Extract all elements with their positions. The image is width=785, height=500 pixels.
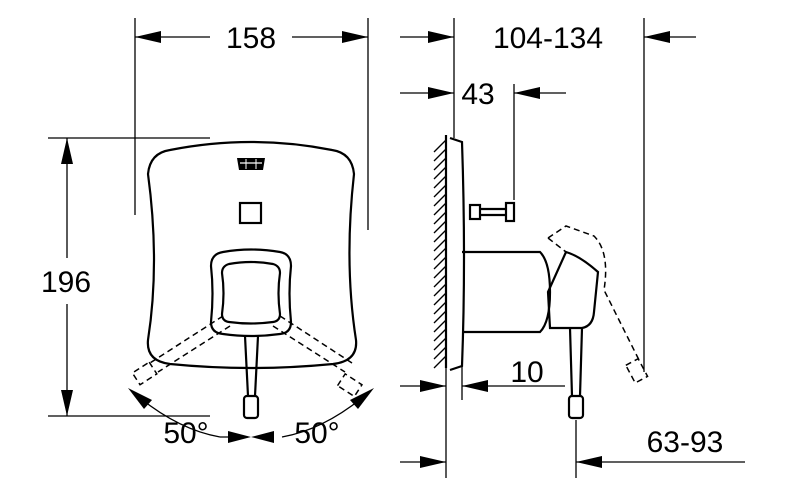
width-dimension-label: 158: [226, 22, 276, 55]
plate-offset-dimension: 10: [400, 356, 565, 400]
hatch-line: [433, 265, 447, 279]
height-dimension: 196: [41, 137, 210, 417]
hatch-line: [433, 346, 447, 360]
overall-depth-label: 104-134: [493, 22, 603, 55]
hatch-line: [433, 292, 447, 306]
cover-plate: [146, 140, 358, 370]
hatch-line: [433, 355, 447, 369]
front-view: 158 196: [41, 18, 374, 450]
hatch-line: [433, 256, 447, 270]
angle-arc-left: 50°: [128, 388, 251, 450]
valve-body: [462, 250, 552, 334]
angle-arc-right: 50°: [251, 388, 374, 450]
width-dimension: 158: [135, 22, 368, 55]
rotated-lever-left: [131, 315, 231, 386]
hatch-line: [433, 283, 447, 297]
overall-depth-dimension: 104-134: [400, 22, 696, 55]
hatch-line: [433, 337, 447, 351]
hatch-line: [433, 229, 447, 243]
hatch-line: [433, 319, 447, 333]
hatch-line: [433, 310, 447, 324]
hatch-line: [433, 166, 447, 180]
hatch-line: [433, 220, 447, 234]
body-depth-label: 43: [461, 78, 494, 111]
hatch-line: [433, 148, 447, 162]
hatch-line: [433, 274, 447, 288]
height-dimension-label: 196: [41, 266, 91, 299]
angle-right-label: 50°: [294, 417, 339, 450]
diverter-pin: [468, 201, 516, 223]
hatch-line: [433, 238, 447, 252]
diverter-button: [238, 201, 263, 225]
plate-offset-label: 10: [510, 356, 543, 389]
rotated-lever-right: [272, 315, 363, 398]
wall-hatching: [433, 135, 448, 369]
cover-plate-side: [449, 136, 466, 372]
lever-head: [546, 250, 600, 330]
angle-left-label: 50°: [163, 417, 208, 450]
hatch-line: [433, 301, 447, 315]
handle-outer: [209, 248, 293, 338]
hatch-line: [433, 175, 447, 189]
handle-inner: [220, 260, 282, 325]
hatch-line: [433, 184, 447, 198]
hatch-line: [433, 139, 447, 153]
lever-stem: [242, 335, 260, 420]
side-rotated-lever: [547, 225, 649, 384]
hatch-line: [433, 211, 447, 225]
brand-logo-mark: [237, 158, 265, 170]
lever-depth-label: 63-93: [647, 426, 724, 459]
hatch-line: [433, 328, 447, 342]
hatch-line: [433, 202, 447, 216]
side-lever-stem: [567, 327, 585, 420]
lever-depth-dimension: 63-93: [400, 368, 745, 478]
hatch-line: [433, 193, 447, 207]
body-depth-dimension: 43: [400, 78, 566, 200]
side-view: 104-134 43: [400, 18, 745, 478]
hatch-line: [433, 157, 447, 171]
hatch-line: [433, 247, 447, 261]
